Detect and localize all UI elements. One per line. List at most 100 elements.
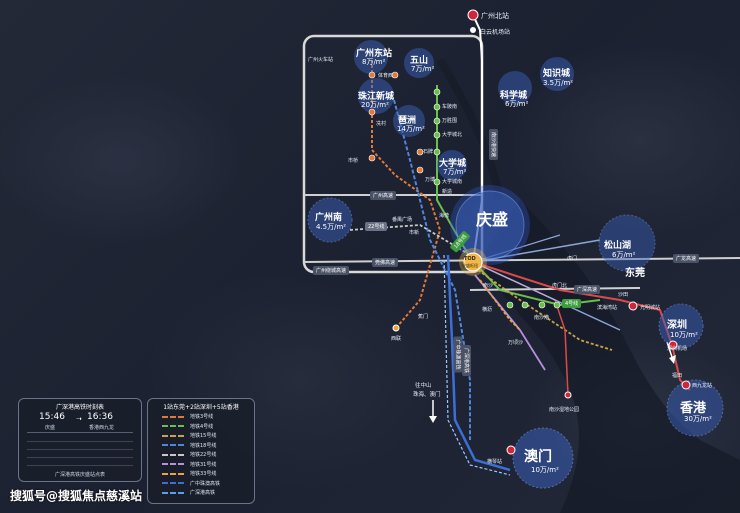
station-label: 往中山	[415, 383, 432, 389]
metro-label: 4号线	[562, 299, 582, 308]
metro33-line	[479, 279, 521, 331]
legend-panel: 1站东莞+2站深圳+5站香港 地铁3号线地铁4号线地铁15号线地铁18号线地铁2…	[147, 398, 255, 504]
timetable-title: 广深港高铁时刻表	[55, 404, 104, 411]
bubble-label: 珠江新城	[358, 92, 395, 102]
arrow-head	[429, 416, 437, 423]
legend-label: 广中珠澳高铁	[190, 480, 221, 487]
station-label: 光明城站	[640, 305, 661, 311]
station-label: 石牌	[423, 149, 434, 155]
project-bubble	[455, 190, 525, 260]
station-marker	[392, 324, 400, 332]
bubble-price: 3.5万/m²	[543, 79, 574, 87]
station-label: 西九龙站	[692, 383, 713, 389]
station-label: 广州火车站	[308, 57, 334, 63]
station-label: 万顷沙	[508, 340, 524, 346]
station-label: 横沥	[482, 307, 493, 313]
bubble-price: 10万/m²	[670, 331, 698, 339]
bubble-label: 松山湖	[604, 241, 632, 251]
metro15-line	[477, 269, 613, 351]
bubble-zhishicheng	[540, 57, 574, 91]
tod-ray	[472, 261, 621, 331]
legend-swatch	[162, 434, 184, 437]
bubble-price: 7万/m²	[411, 65, 435, 73]
legend-swatch	[162, 472, 184, 475]
legend-label: 广深港高铁	[190, 490, 216, 496]
station-label: 珠海、澳门	[413, 392, 441, 398]
metro-nodes	[433, 88, 561, 309]
bubble-price: 6万/m²	[612, 251, 636, 259]
river-channel	[436, 57, 504, 201]
road-label: 广州高速	[370, 191, 397, 200]
legend-label: 地铁33号线	[190, 471, 217, 477]
station-label: 蕉门	[418, 314, 429, 320]
legend-swatch	[162, 453, 184, 456]
bubble-price: 20万/m²	[361, 101, 389, 109]
station-label: 虎门北	[552, 283, 568, 289]
station-label: 市桥	[348, 158, 359, 164]
arrow-icon: ➝	[76, 415, 82, 423]
bubble-gz-south	[307, 197, 353, 243]
bubble-wushan	[404, 48, 434, 78]
hsr-line	[472, 261, 691, 391]
station-label: 海傍	[439, 213, 450, 219]
to-station: 香港西九龙	[89, 425, 115, 431]
station-marker	[668, 340, 678, 350]
road-label: 南沙港快速	[489, 128, 499, 161]
bubble-label: 琶洲	[398, 116, 417, 126]
legend-label: 地铁31号线	[190, 461, 217, 468]
bubble-price: 7万/m²	[443, 168, 467, 176]
station-label: 西联	[391, 336, 402, 342]
legend-title: 1站东莞+2站深圳+5站香港	[163, 404, 239, 411]
bubble-label: 五山	[410, 56, 429, 66]
bubble-label: 深圳	[667, 320, 687, 331]
station-label: 南沙湿地公园	[549, 407, 580, 413]
bubble-label: 澳门	[524, 449, 552, 465]
depart-time: 15:46	[39, 412, 65, 422]
watermark: 搜狐号@搜狐焦点慈溪站	[10, 489, 143, 503]
legend-swatch	[162, 491, 184, 494]
bubble-label: 东莞	[625, 268, 645, 279]
legend-label: 地铁18号线	[190, 442, 217, 449]
legend-swatch	[162, 463, 184, 465]
station-marker	[470, 27, 476, 33]
station-label: 番禺广场	[392, 217, 413, 223]
bubble-label: 广州东站	[356, 49, 393, 59]
station-marker	[628, 301, 638, 311]
station-label: 广州北站	[481, 12, 509, 20]
intercity-line	[446, 254, 511, 472]
station-label: 南沙港	[534, 315, 550, 321]
legend-item: 广深港高铁	[162, 489, 215, 496]
station-label: 大学城北	[442, 132, 463, 138]
legend-label: 地铁4号线	[190, 423, 214, 430]
metro18-line	[393, 99, 471, 440]
legend-item: 地铁22号线	[162, 451, 216, 458]
bubble-price: 10万/m²	[531, 466, 559, 474]
station-label: 新造	[442, 189, 453, 195]
legend-label: 地铁3号线	[190, 414, 214, 420]
legend-item: 地铁18号线	[162, 442, 216, 449]
bubble-daxuecheng	[437, 150, 467, 180]
legend-item: 广中珠澳高铁	[162, 480, 220, 487]
road-label: 广龙高速	[673, 254, 700, 263]
tod-sublabel: 庆盛枢纽	[462, 263, 478, 268]
bubble-pazhou	[393, 105, 425, 137]
legend-swatch	[162, 482, 184, 484]
timetable-footer: 广深港高铁庆盛站点表	[54, 472, 105, 478]
metro3-line	[371, 60, 442, 329]
road-label: 莞佛高速	[372, 258, 399, 267]
bubble-label: 香港	[680, 401, 707, 416]
station-label: 车陂南	[442, 104, 458, 110]
timetable-grid	[27, 432, 133, 469]
project-name: 庆盛	[476, 210, 509, 229]
arrow-head	[669, 355, 676, 364]
legend-label: 地铁15号线	[190, 433, 217, 439]
bubble-kexuecheng	[498, 71, 532, 105]
legend-label: 地铁22号线	[190, 452, 217, 458]
station-label: 大学城南	[442, 179, 463, 185]
road-label: 广州绕城高速	[313, 266, 350, 275]
intercity-line	[443, 254, 511, 476]
metro-nodes	[368, 71, 424, 174]
bubble-price: 30万/m²	[684, 415, 712, 423]
